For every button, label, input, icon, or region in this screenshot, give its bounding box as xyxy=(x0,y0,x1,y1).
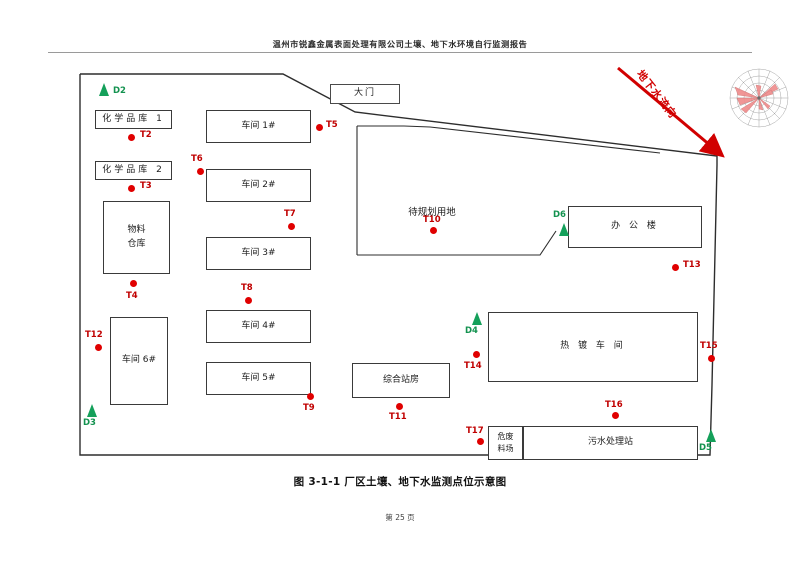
soil-point-t12[interactable] xyxy=(95,344,102,351)
building-office-building: 办 公 楼 xyxy=(568,206,702,248)
page-number: 第 25 页 xyxy=(385,513,415,522)
building-label: 大门 xyxy=(353,88,376,99)
building-chem-store-1: 化学品库 1 xyxy=(95,110,172,129)
well-marker-d6[interactable] xyxy=(559,223,569,236)
building-label: 化学品库 2 xyxy=(102,164,165,175)
well-label-d2: D2 xyxy=(113,86,126,96)
building-workshop-3: 车间 3# xyxy=(206,237,311,270)
planned-land-lower-edge xyxy=(357,230,557,256)
building-workshop-4: 车间 4# xyxy=(206,310,311,343)
soil-point-label-t5: T5 xyxy=(326,120,338,130)
soil-point-label-t14: T14 xyxy=(464,361,482,371)
soil-point-t9[interactable] xyxy=(307,393,314,400)
soil-point-t4[interactable] xyxy=(130,280,137,287)
soil-point-label-t11: T11 xyxy=(389,412,407,422)
soil-point-label-t8: T8 xyxy=(241,283,253,293)
soil-point-t14[interactable] xyxy=(473,351,480,358)
building-label: 物料 xyxy=(127,225,146,236)
soil-point-t6[interactable] xyxy=(197,168,204,175)
building-hot-dip-workshop: 热 镀 车 间 xyxy=(488,312,698,382)
document-header: 温州市锐鑫金属表面处理有限公司土壤、地下水环境自行监测报告 xyxy=(0,34,800,52)
soil-point-t10[interactable] xyxy=(430,227,437,234)
building-label: 污水处理站 xyxy=(587,437,633,448)
building-label: 车间 3# xyxy=(241,247,276,258)
soil-point-label-t7: T7 xyxy=(284,209,296,219)
planned-land-label: 待规划用地 xyxy=(408,207,456,218)
building-workshop-6: 车间 6# xyxy=(110,317,168,405)
soil-point-label-t12: T12 xyxy=(85,330,103,340)
soil-point-t3[interactable] xyxy=(128,185,135,192)
building-label: 办 公 楼 xyxy=(611,221,659,232)
soil-point-t11[interactable] xyxy=(396,403,403,410)
well-marker-d3[interactable] xyxy=(87,404,97,417)
soil-point-t16[interactable] xyxy=(612,412,619,419)
well-marker-d5[interactable] xyxy=(706,429,716,442)
groundwater-flow-arrow xyxy=(617,66,725,158)
building-integrated-station: 综合站房 xyxy=(352,363,450,398)
building-workshop-5: 车间 5# xyxy=(206,362,311,395)
well-label-d4: D4 xyxy=(465,326,478,336)
soil-point-label-t3: T3 xyxy=(140,181,152,191)
building-workshop-1: 车间 1# xyxy=(206,110,311,143)
building-label: 车间 5# xyxy=(241,372,276,383)
well-marker-d2[interactable] xyxy=(99,83,109,96)
well-label-d3: D3 xyxy=(83,418,96,428)
building-chem-store-2: 化学品库 2 xyxy=(95,161,172,180)
building-hazard-waste-yard: 危废料场 xyxy=(488,426,523,460)
planned-land-outline xyxy=(357,125,661,154)
soil-point-t13[interactable] xyxy=(672,264,679,271)
soil-point-label-t15: T15 xyxy=(700,341,718,351)
well-label-d5: D5 xyxy=(699,443,712,453)
soil-point-t15[interactable] xyxy=(708,355,715,362)
building-sewage-plant: 污水处理站 xyxy=(523,426,698,460)
building-workshop-2: 车间 2# xyxy=(206,169,311,202)
building-label: 车间 4# xyxy=(241,320,276,331)
soil-point-label-t9: T9 xyxy=(303,403,315,413)
well-label-d6: D6 xyxy=(553,210,566,220)
soil-point-t7[interactable] xyxy=(288,223,295,230)
header-title: 温州市锐鑫金属表面处理有限公司土壤、地下水环境自行监测报告 xyxy=(272,39,528,49)
soil-point-label-t10: T10 xyxy=(423,215,441,225)
soil-point-label-t17: T17 xyxy=(466,426,484,436)
building-label: 危废 xyxy=(497,432,514,442)
soil-point-t2[interactable] xyxy=(128,134,135,141)
document-footer: 第 25 页 xyxy=(0,512,800,523)
soil-point-t8[interactable] xyxy=(245,297,252,304)
site-boundary-svg xyxy=(79,66,725,456)
building-label: 热 镀 车 间 xyxy=(560,341,626,352)
building-gate: 大门 xyxy=(330,84,400,104)
building-label: 料场 xyxy=(497,444,514,453)
building-label: 车间 6# xyxy=(121,355,157,366)
header-divider xyxy=(48,52,752,53)
wind-rose-diagram xyxy=(729,68,789,128)
building-label: 车间 2# xyxy=(241,179,276,190)
soil-point-t17[interactable] xyxy=(477,438,484,445)
well-marker-d4[interactable] xyxy=(472,312,482,325)
building-label: 综合站房 xyxy=(382,374,419,385)
building-label: 车间 1# xyxy=(241,120,276,131)
soil-point-t5[interactable] xyxy=(316,124,323,131)
soil-point-label-t13: T13 xyxy=(683,260,701,270)
site-boundary-outline xyxy=(79,73,718,456)
soil-point-label-t4: T4 xyxy=(126,291,138,301)
building-material-warehouse: 物料仓库 xyxy=(103,201,170,274)
building-label: 化学品库 1 xyxy=(102,113,165,124)
soil-point-label-t6: T6 xyxy=(191,154,203,164)
soil-point-label-t2: T2 xyxy=(140,130,152,140)
site-plan-figure: 地下水流向 xyxy=(0,55,800,470)
figure-caption: 图 3-1-1 厂区土壤、地下水监测点位示意图 xyxy=(293,476,507,488)
building-label: 仓库 xyxy=(127,238,146,249)
soil-point-label-t16: T16 xyxy=(605,400,623,410)
